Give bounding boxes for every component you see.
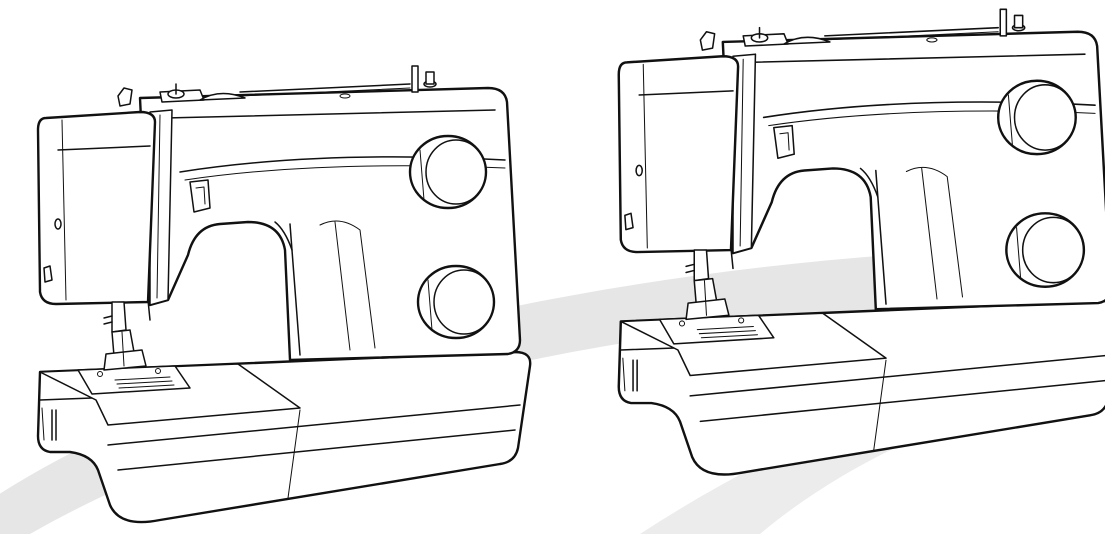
- sewing-machine-right: [617, 8, 1105, 476]
- sewing-machine-left: [36, 64, 532, 524]
